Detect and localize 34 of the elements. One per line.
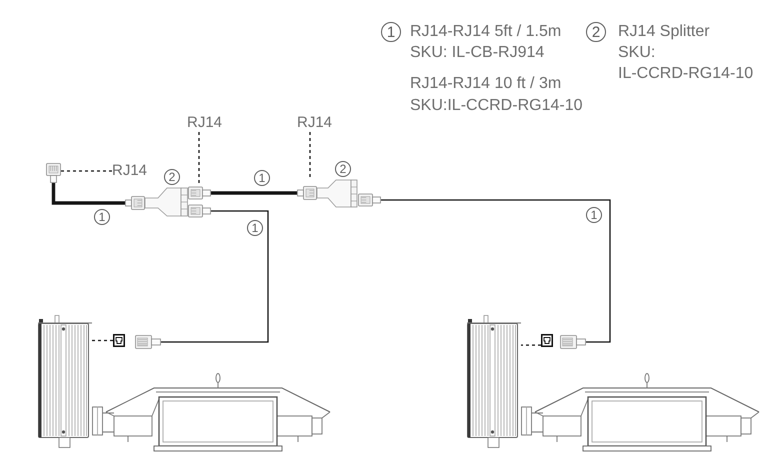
splitter-icon [297,179,381,210]
socket-icon [541,334,553,347]
cable [161,210,269,343]
callout-number: 1 [254,170,270,186]
leader-line [309,132,311,179]
connector-label: RJ14 [187,114,222,132]
ballast-drawing [466,315,521,448]
cable [211,191,297,195]
callout-number: 1 [586,207,602,223]
leader-line [521,344,541,346]
leader-line [198,132,200,183]
spec-text: SKU: IL-CCRD-RG14-10 [618,43,754,84]
spec-text: RJ14-RJ14 10 ft / 3m [410,74,562,94]
callout-number: 2 [335,161,351,177]
spec-text: RJ14-RJ14 5ft / 1.5m [410,22,562,42]
callout-number: 2 [586,22,606,42]
socket-icon [113,334,125,347]
callout-number: 1 [247,220,263,236]
connector-label: RJ14 [112,162,148,180]
connector-label: RJ14 [297,114,332,132]
spec-text: SKU: IL-CB-RJ914 [410,43,544,63]
spec-text: RJ14 Splitter [618,22,710,42]
cable [52,183,125,205]
ballast-drawing [37,315,92,448]
plug-icon [560,335,586,349]
callout-number: 1 [94,209,110,225]
spec-text: SKU:IL-CCRD-RG14-10 [410,96,582,116]
callout-number: 2 [164,169,180,185]
plug-icon [46,163,61,183]
leader-line [92,340,113,342]
plug-icon [135,335,161,349]
callout-number: 1 [381,22,401,42]
leader-line [61,170,112,172]
cable [381,199,611,343]
